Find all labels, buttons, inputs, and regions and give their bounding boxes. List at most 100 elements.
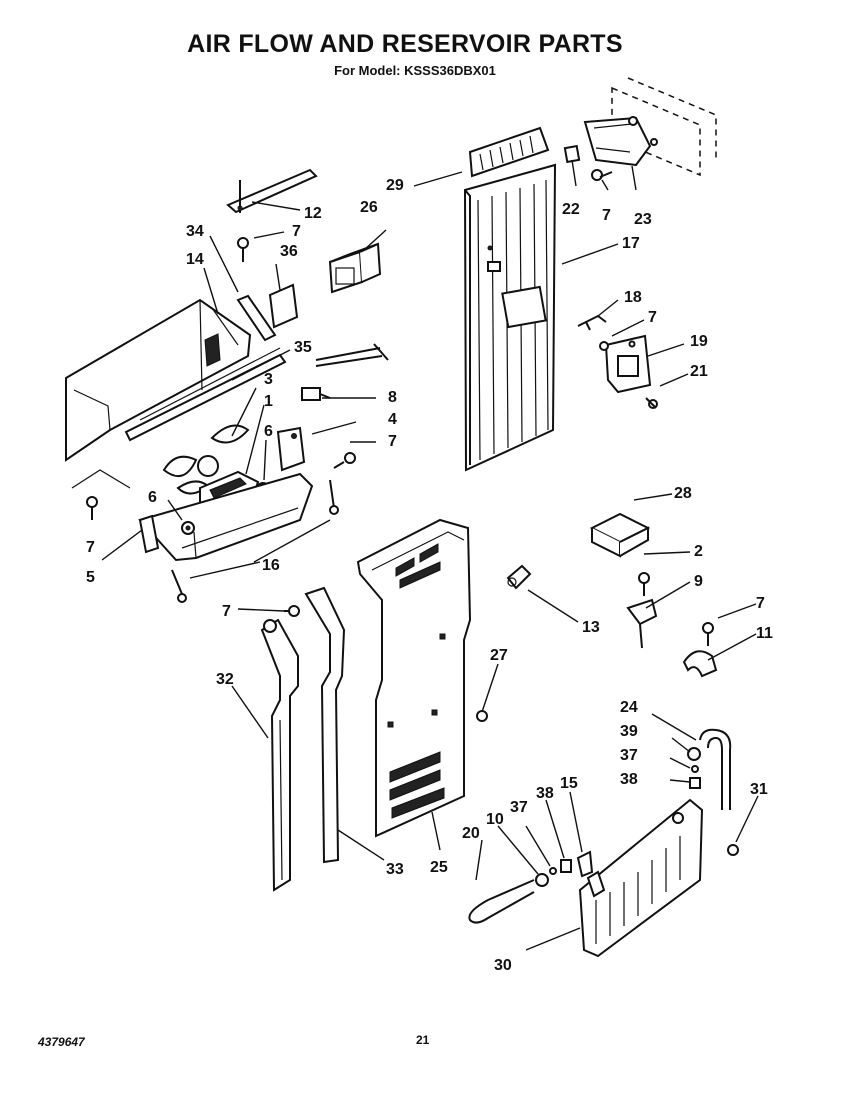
part-7-screw-12 — [237, 237, 249, 262]
part-37-oring-left — [549, 867, 557, 875]
callout-26: 26 — [360, 199, 378, 216]
callout-8: 8 — [388, 389, 397, 406]
callout-30: 30 — [494, 957, 512, 974]
part-17-evaporator-cover — [463, 163, 557, 472]
callout-7-d: 7 — [222, 603, 231, 620]
part-7-screw-top-right — [591, 169, 613, 181]
callout-10: 10 — [486, 811, 504, 828]
part-24-tube — [699, 728, 732, 810]
part-6-grommet-left — [181, 521, 195, 535]
callout-5: 5 — [86, 569, 95, 586]
callout-21: 21 — [690, 363, 708, 380]
callout-20: 20 — [462, 825, 480, 842]
callout-23: 23 — [634, 211, 652, 228]
callout-13: 13 — [582, 619, 600, 636]
part-22-clip — [563, 144, 581, 164]
callout-7-a: 7 — [292, 223, 301, 240]
callout-33: 33 — [386, 861, 404, 878]
part-7-screw-bottom-left — [171, 569, 187, 603]
callout-17: 17 — [622, 235, 640, 252]
part-27-screw — [476, 710, 488, 722]
callout-3: 3 — [264, 371, 273, 388]
part-16-motor-mount — [138, 472, 335, 562]
callout-35: 35 — [294, 339, 312, 356]
callout-6-b: 6 — [148, 489, 157, 506]
callout-7-f: 7 — [602, 207, 611, 224]
callout-37-a: 37 — [620, 747, 638, 764]
callout-14: 14 — [186, 251, 204, 268]
part-21-screw — [645, 397, 658, 409]
page-number: 21 — [416, 1033, 430, 1047]
document-number: 4379647 — [38, 1035, 85, 1049]
callout-34: 34 — [186, 223, 204, 240]
part-5-bracket-left — [138, 514, 160, 554]
part-32-left-bracket — [260, 618, 299, 892]
callout-31: 31 — [750, 781, 768, 798]
callout-25: 25 — [430, 859, 448, 876]
callout-37-b: 37 — [510, 799, 528, 816]
callout-36: 36 — [280, 243, 298, 260]
callout-32: 32 — [216, 671, 234, 688]
callout-9: 9 — [694, 573, 703, 590]
callout-7-g: 7 — [648, 309, 657, 326]
part-25-rear-duct-cover — [356, 518, 472, 838]
callout-7-b: 7 — [388, 433, 397, 450]
callout-11: 11 — [756, 625, 773, 642]
part-12-bracket — [226, 168, 318, 214]
part-7-screw-18 — [599, 341, 609, 351]
part-8-wire-harness — [301, 343, 389, 401]
callout-38-a: 38 — [620, 771, 638, 788]
part-7-screw-11 — [702, 622, 714, 646]
callout-18: 18 — [624, 289, 642, 306]
part-38-ferrule-right — [689, 777, 701, 789]
part-4-bracket — [276, 426, 306, 472]
callout-1: 1 — [264, 393, 273, 410]
part-19-damper-housing — [604, 334, 652, 394]
callout-27: 27 — [490, 647, 508, 664]
part-7-screw-32 — [284, 605, 300, 617]
callout-6-a: 6 — [264, 423, 273, 440]
callout-19: 19 — [690, 333, 708, 350]
part-35-foam-strip — [124, 347, 287, 442]
part-9-clamp — [626, 598, 658, 649]
part-23-control-bracket — [583, 77, 717, 177]
part-29-grille — [468, 126, 550, 178]
part-38-ferrule-left — [560, 859, 572, 873]
part-26-duct — [328, 242, 382, 294]
part-36-foam-pad — [268, 283, 299, 329]
callout-39: 39 — [620, 723, 638, 740]
part-10-nut — [535, 873, 549, 887]
part-18-wire-clip — [577, 314, 607, 331]
part-7-screw-left — [86, 496, 98, 520]
callout-24: 24 — [620, 699, 638, 716]
part-14-air-flow-duct — [65, 298, 252, 489]
part-31-screw — [727, 844, 739, 856]
part-37-oring-right — [691, 765, 699, 773]
callout-4: 4 — [388, 411, 397, 428]
callout-29: 29 — [386, 177, 404, 194]
part-7-screw-16 — [329, 505, 339, 515]
part-39-nut — [687, 747, 701, 761]
part-28-foam-block — [589, 512, 651, 558]
callout-7-c: 7 — [86, 539, 95, 556]
part-20-tube — [468, 879, 535, 924]
part-11-clamp — [682, 650, 718, 678]
page-title: AIR FLOW AND RESERVOIR PARTS — [187, 30, 623, 58]
callout-16: 16 — [262, 557, 280, 574]
part-7-screw-4 — [333, 452, 356, 469]
part-34-insulation-strip — [236, 294, 277, 342]
model-subtitle: For Model: KSSS36DBX01 — [334, 63, 496, 78]
part-15-elbow-fitting — [576, 850, 594, 878]
part-13-connector — [506, 564, 532, 590]
callout-7-e: 7 — [756, 595, 765, 612]
part-33-air-flow-strip — [304, 586, 346, 864]
callout-22: 22 — [562, 201, 580, 218]
callout-28: 28 — [674, 485, 692, 502]
callout-2: 2 — [694, 543, 703, 560]
callout-15: 15 — [560, 775, 578, 792]
part-30-water-reservoir — [578, 798, 704, 958]
part-2-screw — [638, 572, 650, 596]
callout-12: 12 — [304, 205, 322, 222]
callout-38-b: 38 — [536, 785, 554, 802]
